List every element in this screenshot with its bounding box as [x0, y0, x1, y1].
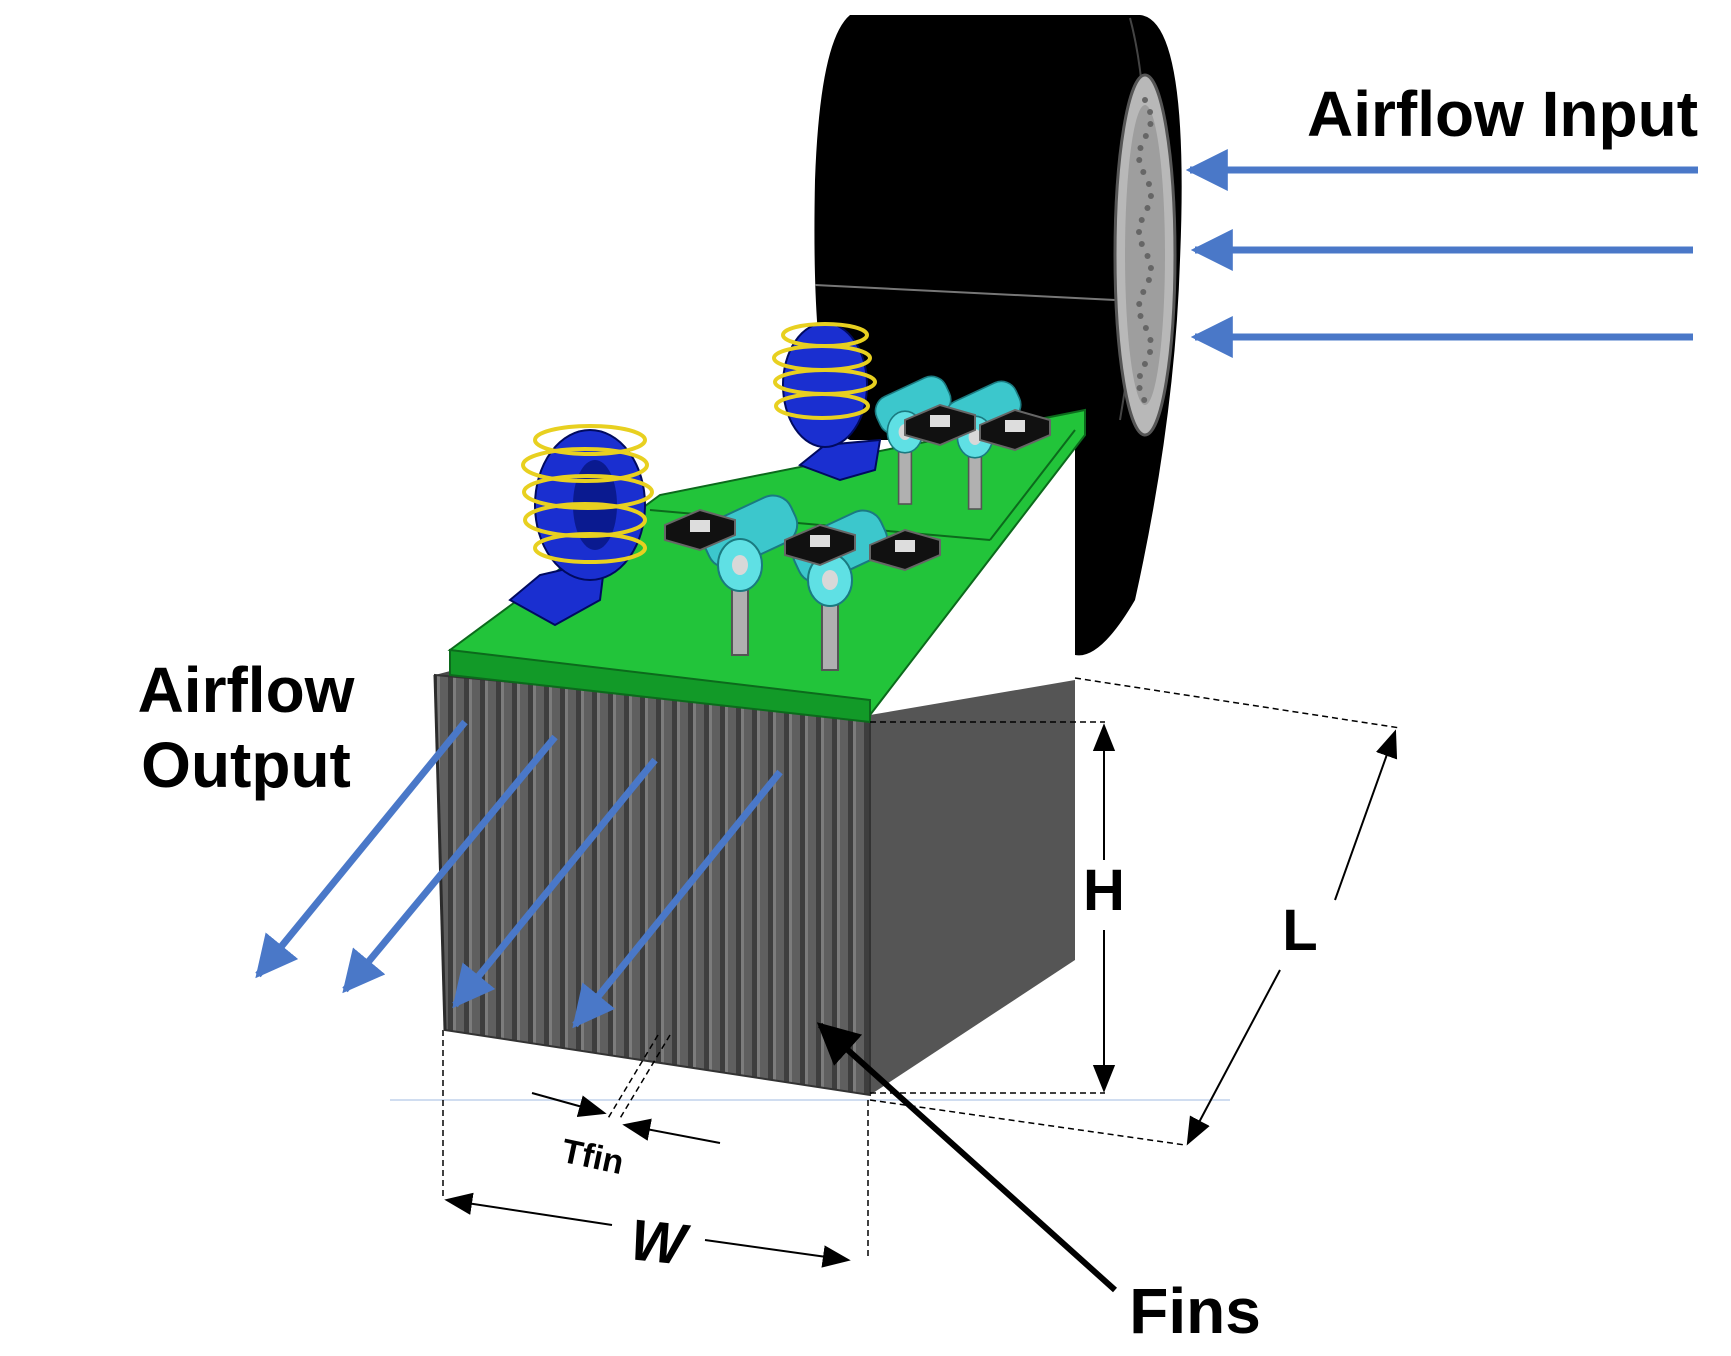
- dimension-lines: [390, 677, 1401, 1293]
- grille-dot: [1147, 337, 1154, 343]
- grille-dot: [1142, 97, 1148, 103]
- grille-dot: [1145, 181, 1152, 187]
- fan: [814, 15, 1182, 656]
- grille-dot: [1136, 301, 1143, 307]
- grille-dot: [1136, 385, 1143, 391]
- grille-dot: [1136, 373, 1143, 379]
- airflow-input-label: Airflow Input: [1307, 78, 1698, 150]
- length-label: L: [1282, 898, 1317, 963]
- grille-dot: [1145, 277, 1152, 283]
- airflow-output-label-line1: Airflow: [138, 654, 355, 726]
- airflow-output-arrow: [452, 757, 658, 1009]
- inductor-back: [772, 322, 882, 482]
- grille-dot: [1141, 361, 1148, 367]
- grille-dot: [1136, 157, 1143, 163]
- grille-dot: [1141, 397, 1148, 403]
- grille-dot: [1147, 121, 1154, 127]
- airflow-output-arrow: [572, 769, 783, 1029]
- grille-dot: [1138, 217, 1145, 223]
- heatsink-side: [870, 680, 1075, 1095]
- fin-thickness-arrow-right: [622, 1118, 721, 1144]
- mosfet: [979, 408, 1051, 452]
- heatsink-fins-front: [433, 673, 871, 1097]
- width-label: W: [627, 1207, 692, 1278]
- length-dimension-upper: [1334, 729, 1398, 901]
- grille-dot: [1147, 109, 1154, 115]
- mosfet: [784, 523, 856, 567]
- mosfet: [869, 528, 941, 572]
- fin-thickness-label: Tfin: [558, 1132, 627, 1182]
- grille-dot: [1140, 169, 1147, 175]
- pcb-boards: [447, 408, 1086, 724]
- mosfet: [664, 508, 736, 552]
- height-label: H: [1083, 858, 1125, 923]
- grille-dot: [1137, 145, 1144, 151]
- grille-dot: [1142, 325, 1149, 331]
- airflow-output-label-line2: Output: [141, 729, 351, 801]
- airflow-input-arrows: [1185, 149, 1698, 358]
- grille-dot: [1147, 265, 1154, 271]
- grille-dot: [1136, 229, 1142, 235]
- grille-dot: [1144, 205, 1151, 211]
- fan-housing: [814, 15, 1182, 656]
- transistors: [664, 403, 1051, 572]
- capacitor: [702, 494, 799, 656]
- grille-dot: [1147, 193, 1154, 199]
- mosfet: [904, 403, 976, 447]
- width-dimension-right: [704, 1239, 851, 1268]
- fins-label: Fins: [1129, 1275, 1261, 1347]
- airflow-output-arrows: [255, 719, 783, 1029]
- fins-pointer-arrow: [816, 1022, 1118, 1293]
- grille-dot: [1142, 133, 1149, 139]
- grille-dot: [1137, 313, 1144, 319]
- fin-thickness-arrow-left: [531, 1092, 607, 1118]
- grille-dot: [1140, 289, 1147, 295]
- airflow-output-arrow: [342, 734, 558, 994]
- inductor-front: [508, 424, 654, 627]
- grille-dot: [1147, 349, 1154, 355]
- grille-dot: [1138, 241, 1145, 247]
- width-dimension-left: [444, 1192, 613, 1226]
- length-dimension-lower: [1186, 969, 1281, 1146]
- airflow-output-arrow: [255, 719, 468, 979]
- grille-dot: [1144, 253, 1151, 259]
